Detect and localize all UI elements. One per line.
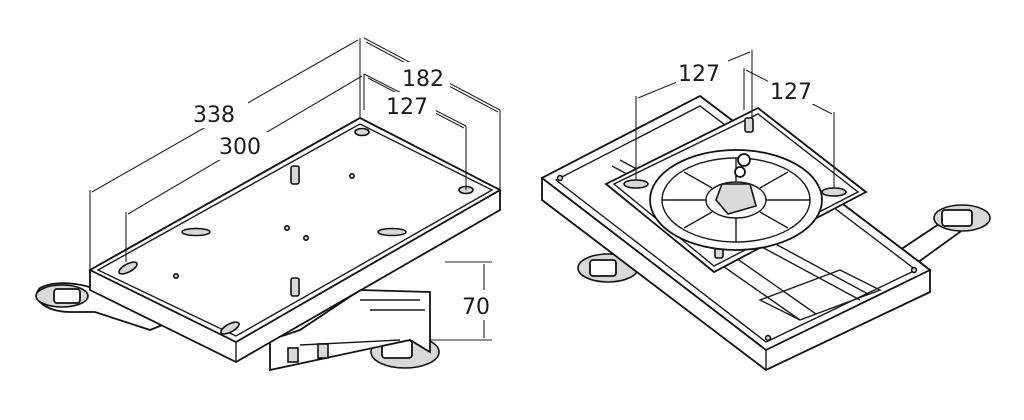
right-view: 127 127 bbox=[540, 50, 991, 372]
bolt bbox=[744, 117, 754, 133]
dim-width-inner: 127 bbox=[386, 95, 428, 120]
slot-hole bbox=[821, 187, 847, 197]
slot-hole bbox=[118, 261, 138, 275]
slot-hole bbox=[181, 227, 211, 237]
top-plate bbox=[88, 116, 502, 364]
left-handle bbox=[35, 282, 173, 331]
swivel-ring bbox=[649, 149, 823, 251]
base-mechanism bbox=[269, 289, 431, 372]
slot-hole bbox=[354, 127, 370, 137]
dim-slot-spacing-a: 127 bbox=[678, 62, 720, 87]
slot-hole bbox=[220, 321, 240, 335]
bolt bbox=[290, 165, 300, 185]
bolt bbox=[290, 277, 300, 297]
dim-width-outer: 182 bbox=[402, 67, 444, 92]
dim-height: 70 bbox=[462, 295, 490, 320]
left-view: 338 300 182 127 70 bbox=[35, 37, 502, 372]
slot-hole bbox=[377, 227, 407, 237]
dim-slot-spacing-b: 127 bbox=[770, 80, 812, 105]
dim-length-outer: 338 bbox=[193, 103, 235, 128]
dim-length-inner: 300 bbox=[219, 135, 261, 160]
slot-hole bbox=[623, 179, 649, 189]
